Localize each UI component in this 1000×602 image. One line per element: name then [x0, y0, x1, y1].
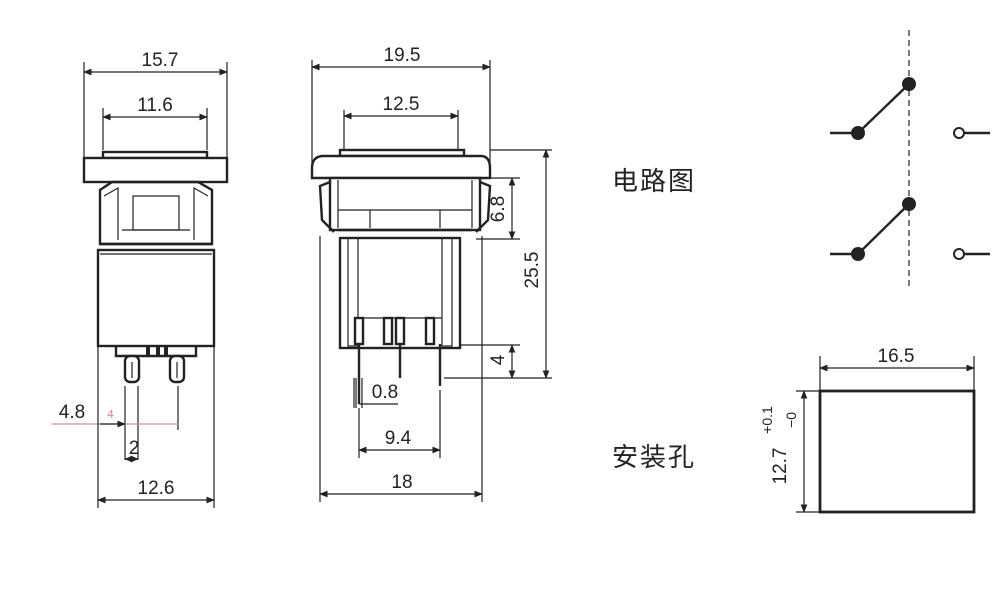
side-pin-span: 9.4	[385, 428, 412, 449]
hole-tolerance-plus: +0.1	[759, 406, 775, 434]
hole-height: 12.7	[770, 448, 791, 485]
front-pin-offset: 4.8	[59, 402, 85, 423]
side-total-height: 25.5	[522, 252, 543, 289]
hole-width: 16.5	[878, 346, 915, 367]
front-body-width: 12.6	[138, 478, 175, 499]
side-clip-height: 6.8	[488, 196, 509, 222]
svg-text:4: 4	[107, 408, 114, 421]
circuit-diagram-label: 电路图	[612, 167, 696, 197]
side-overall-width: 19.5	[384, 45, 421, 66]
front-cap-width: 11.6	[137, 95, 173, 116]
circuit-diagram	[830, 30, 990, 290]
hole-tolerance-minus: −0	[783, 412, 799, 428]
front-view: 15.7 11.6 4.8 4 2	[52, 50, 229, 508]
side-body-width: 18	[391, 472, 412, 493]
side-pin-length: 4	[488, 354, 509, 365]
side-view: 19.5 12.5 0.8	[310, 45, 552, 502]
mounting-hole-label: 安装孔	[612, 443, 696, 473]
front-pin-pitch: 2	[129, 438, 140, 459]
side-pin-thickness: 0.8	[372, 382, 398, 403]
front-overall-width: 15.7	[142, 50, 179, 71]
side-cap-width: 12.5	[383, 94, 420, 115]
mounting-hole: 16.5 12.7 +0.1 −0	[759, 346, 976, 514]
